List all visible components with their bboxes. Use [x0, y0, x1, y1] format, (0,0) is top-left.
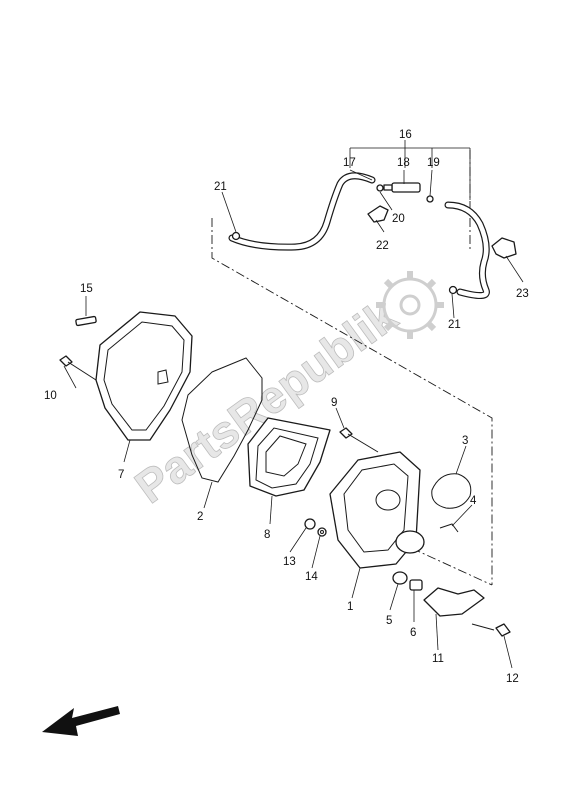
callout-9: 9: [331, 397, 337, 409]
callout-21-lower: 21: [448, 319, 461, 331]
callout-1: 1: [347, 601, 353, 613]
callout-14: 14: [305, 571, 318, 583]
gasket-3: [431, 473, 472, 509]
grommet-5: [392, 571, 408, 585]
clip-21-upper: [231, 231, 241, 241]
bolt-12: [471, 623, 511, 637]
seal-15: [75, 315, 97, 327]
nut-13: [304, 518, 316, 530]
leader-lines: [63, 169, 524, 669]
front-direction-arrow-icon: [42, 706, 120, 736]
callout-labels: 16 17 18 19 20 21 22 23 21 15 10 9 3 7 4…: [44, 129, 529, 685]
air-filter-element-8: [247, 417, 331, 497]
washer-14: [317, 527, 327, 537]
clip-20: [376, 184, 384, 192]
callout-22: 22: [376, 240, 389, 252]
assembly-frame: [211, 150, 493, 586]
breather-hose-right: [444, 201, 490, 299]
air-filter-case-cover-7: [95, 311, 193, 441]
callout-7: 7: [118, 469, 124, 481]
gasket-2: [181, 357, 263, 483]
callout-21-upper: 21: [214, 181, 227, 193]
clip-19: [426, 195, 434, 203]
joint-18: [383, 182, 421, 193]
callout-17: 17: [343, 157, 356, 169]
collar-6: [409, 579, 423, 591]
screw-9: [339, 427, 379, 453]
holder-23: [491, 237, 517, 259]
callout-8: 8: [264, 529, 270, 541]
callout-20: 20: [392, 213, 405, 225]
callout-2: 2: [197, 511, 203, 523]
callout-4: 4: [470, 495, 477, 507]
callout-16: 16: [399, 129, 412, 141]
gear-icon: [376, 271, 444, 339]
air-filter-case-1: [329, 451, 425, 569]
holder-22: [367, 205, 389, 223]
callout-11: 11: [432, 653, 444, 665]
callout-5: 5: [386, 615, 392, 627]
callout-18: 18: [397, 157, 410, 169]
clip-4: [439, 523, 459, 533]
callout-3: 3: [462, 435, 468, 447]
callout-23: 23: [516, 288, 529, 300]
screw-10: [59, 355, 97, 381]
bracket-11: [423, 587, 485, 617]
callout-19: 19: [427, 157, 440, 169]
clip-21-lower: [448, 285, 458, 295]
group-bracket-16: [349, 140, 471, 200]
callout-15: 15: [80, 283, 93, 295]
callout-12: 12: [506, 673, 519, 685]
callout-6: 6: [410, 627, 416, 639]
callout-10: 10: [44, 390, 57, 402]
breather-hose-17: [228, 172, 376, 251]
callout-13: 13: [283, 556, 296, 568]
